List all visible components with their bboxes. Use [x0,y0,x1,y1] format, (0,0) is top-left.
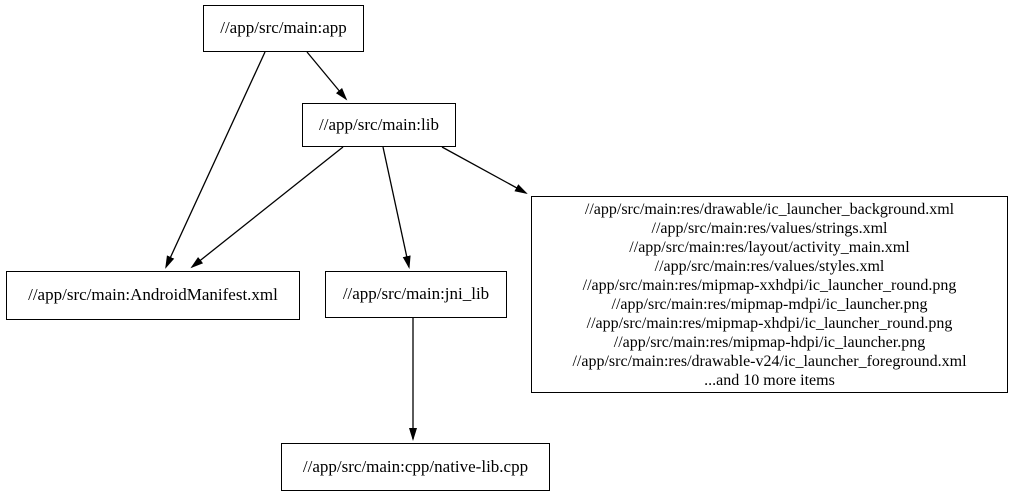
res-file-item: //app/src/main:res/values/styles.xml [654,257,885,275]
node-android-manifest: //app/src/main:AndroidManifest.xml [6,271,300,320]
edge-lib-to-res-files [441,146,528,194]
res-file-item: //app/src/main:res/mipmap-xhdpi/ic_launc… [586,314,953,332]
res-file-item: //app/src/main:res/mipmap-hdpi/ic_launch… [613,333,926,351]
res-file-item: //app/src/main:res/mipmap-mdpi/ic_launch… [611,295,928,313]
res-file-item: //app/src/main:res/values/strings.xml [651,219,888,237]
node-lib: //app/src/main:lib [302,103,456,147]
node-app-label: //app/src/main:app [220,18,347,38]
node-jni-lib-label: //app/src/main:jni_lib [342,284,490,304]
res-file-more-items: ...and 10 more items [704,371,835,389]
node-res-files: //app/src/main:res/drawable/ic_launcher_… [531,196,1008,393]
node-lib-label: //app/src/main:lib [319,114,439,134]
node-app: //app/src/main:app [203,5,364,52]
edge-lib-to-jni-lib [382,146,411,269]
res-file-item: //app/src/main:res/mipmap-xxhdpi/ic_laun… [582,276,957,294]
node-native-cpp-label: //app/src/main:cpp/native-lib.cpp [302,456,529,476]
res-file-item: //app/src/main:res/drawable-v24/ic_launc… [572,352,967,370]
edge-app-to-manifest [165,51,266,269]
node-native-cpp: //app/src/main:cpp/native-lib.cpp [281,443,550,491]
edge-app-to-lib [306,51,348,101]
node-android-manifest-label: //app/src/main:AndroidManifest.xml [28,285,278,305]
node-jni-lib: //app/src/main:jni_lib [325,271,507,318]
edge-lib-to-manifest [190,146,344,269]
res-file-item: //app/src/main:res/drawable/ic_launcher_… [584,200,955,218]
res-file-item: //app/src/main:res/layout/activity_main.… [629,238,910,256]
